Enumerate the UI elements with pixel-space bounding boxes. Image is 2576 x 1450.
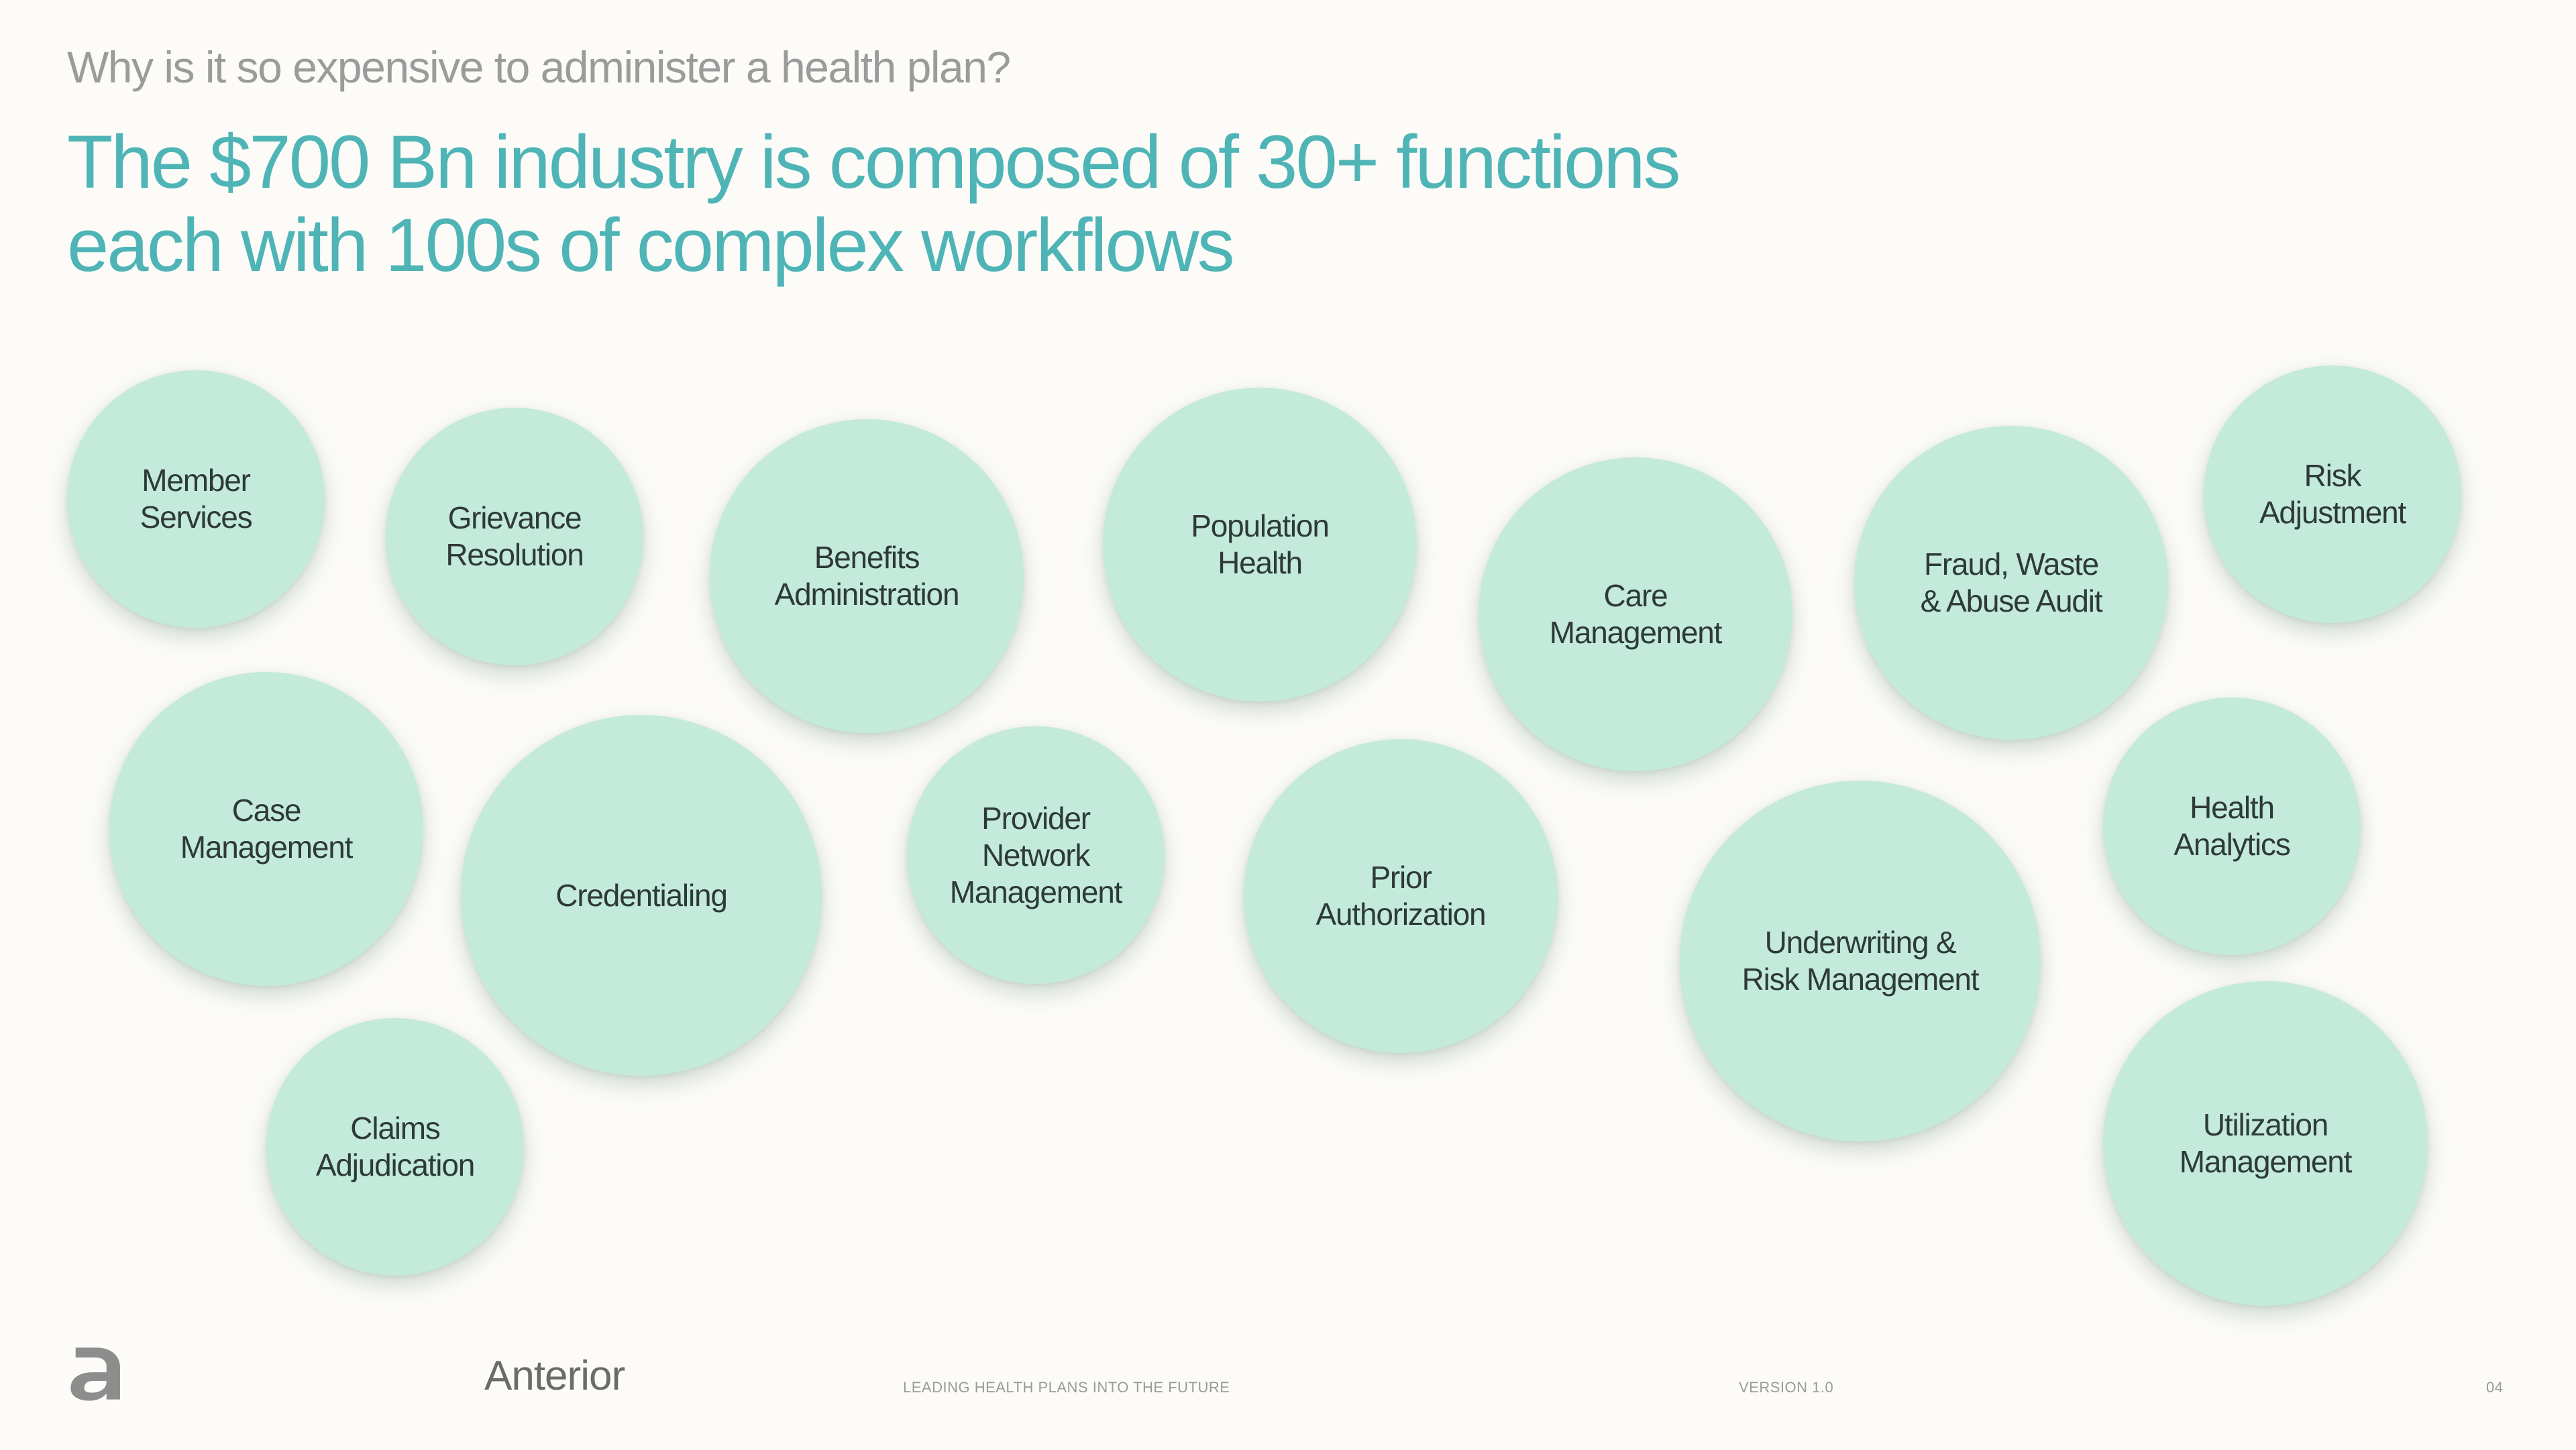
bubble-utilization-management: Utilization Management [2103, 981, 2428, 1306]
bubble-label: Grievance Resolution [445, 500, 584, 572]
bubble-benefits-administration: Benefits Administration [710, 419, 1024, 733]
bubble-underwriting-risk-management: Underwriting & Risk Management [1680, 781, 2041, 1141]
bubble-claims-adjudication: Claims Adjudication [266, 1018, 524, 1276]
bubble-provider-network-management: Provider Network Management [907, 726, 1165, 984]
bubble-label: Member Services [140, 463, 253, 535]
footer-brand-name: Anterior [484, 1353, 625, 1399]
bubble-label: Prior Authorization [1316, 860, 1487, 932]
bubble-label: Utilization Management [2179, 1107, 2353, 1179]
slide-headline: The $700 Bn industry is composed of 30+ … [67, 121, 2080, 287]
anterior-a-logo-icon [70, 1347, 120, 1401]
bubble-label: Fraud, Waste & Abuse Audit [1920, 547, 2103, 618]
headline-line-2: each with 100s of complex workflows [67, 203, 1235, 287]
footer-tagline: LEADING HEALTH PLANS INTO THE FUTURE [903, 1379, 1230, 1396]
bubble-care-management: Care Management [1479, 457, 1792, 771]
headline-line-1: The $700 Bn industry is composed of 30+ … [67, 120, 1681, 204]
bubble-label: Provider Network Management [949, 800, 1123, 909]
bubble-credentialing: Credentialing [461, 715, 822, 1076]
bubble-grievance-resolution: Grievance Resolution [386, 408, 643, 665]
footer-version: VERSION 1.0 [1739, 1379, 1834, 1396]
bubble-label: Claims Adjudication [315, 1111, 475, 1182]
footer-page-number: 04 [2486, 1379, 2504, 1396]
bubble-label: Benefits Administration [774, 540, 960, 612]
bubble-label: Risk Adjustment [2259, 458, 2406, 530]
bubble-health-analytics: Health Analytics [2103, 698, 2361, 955]
bubble-fraud-waste-abuse-audit: Fraud, Waste & Abuse Audit [1854, 426, 2168, 740]
bubble-label: Population Health [1191, 508, 1330, 580]
bubble-population-health: Population Health [1103, 388, 1417, 702]
bubble-label: Case Management [180, 793, 354, 865]
bubble-label: Care Management [1549, 578, 1723, 650]
bubble-label: Health Analytics [2174, 790, 2290, 862]
bubble-label: Credentialing [555, 877, 728, 913]
bubble-case-management: Case Management [109, 672, 423, 986]
bubble-prior-authorization: Prior Authorization [1244, 739, 1558, 1053]
bubble-member-services: Member Services [67, 370, 325, 628]
bubble-risk-adjustment: Risk Adjustment [2204, 366, 2461, 623]
slide-question: Why is it so expensive to administer a h… [67, 42, 1011, 92]
bubble-label: Underwriting & Risk Management [1741, 925, 1980, 997]
